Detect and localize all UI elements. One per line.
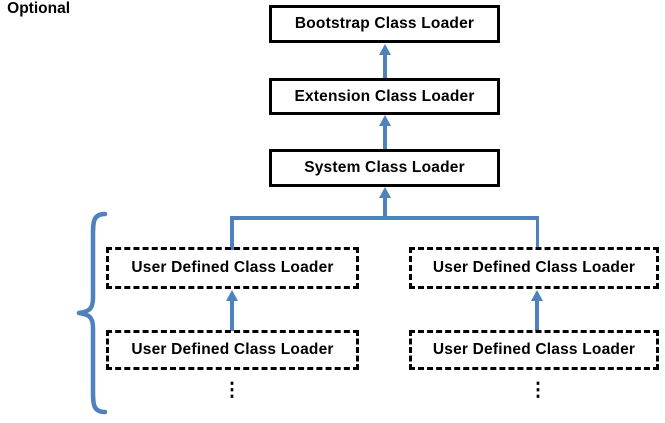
right-column-ellipsis: ⋮ [528,380,548,401]
node-user-defined-class-loader-left-top: User Defined Class Loader [106,247,359,289]
arrow-shaft [230,301,234,331]
node-bootstrap-class-loader: Bootstrap Class Loader [269,5,500,43]
node-label: User Defined Class Loader [432,341,636,358]
arrow-shaft [383,198,387,218]
node-user-defined-class-loader-right-bottom: User Defined Class Loader [409,330,659,370]
arrow-shaft [383,126,387,150]
arrow-right-lower-to-upper-icon [531,290,544,331]
node-user-defined-class-loader-right-top: User Defined Class Loader [409,247,659,289]
node-label: Extension Class Loader [294,87,475,105]
arrowhead-icon [531,290,543,301]
node-user-defined-class-loader-left-bottom: User Defined Class Loader [106,330,359,370]
arrow-shaft [383,55,387,79]
arrow-left-lower-to-upper-icon [226,290,239,331]
arrow-connector-to-system-icon [379,187,392,218]
optional-label: Optional [7,0,70,17]
arrow-extension-to-bootstrap-icon [379,44,392,79]
node-label: User Defined Class Loader [432,259,636,276]
node-extension-class-loader: Extension Class Loader [269,78,500,115]
arrow-shaft [535,301,539,331]
arrow-system-to-extension-icon [379,115,392,150]
node-label: Bootstrap Class Loader [294,15,475,32]
left-column-ellipsis: ⋮ [222,380,242,401]
arrowhead-icon [379,187,391,198]
connector-right-drop-line [535,216,539,250]
connector-left-drop-line [230,216,234,250]
node-label: System Class Loader [304,159,465,176]
node-label: User Defined Class Loader [131,259,334,276]
arrowhead-icon [226,290,238,301]
arrowhead-icon [379,44,391,55]
arrowhead-icon [379,115,391,126]
optional-brace-icon [76,211,108,415]
node-system-class-loader: System Class Loader [269,149,500,187]
node-label: User Defined Class Loader [131,341,334,358]
